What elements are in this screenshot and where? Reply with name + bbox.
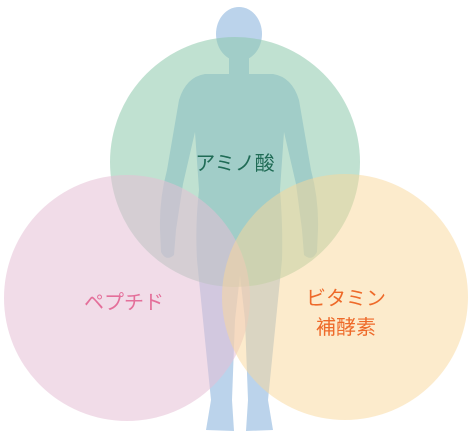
amino-acid-label: アミノ酸 bbox=[180, 151, 290, 175]
coenzyme-label: 補酵素 bbox=[286, 315, 406, 339]
vitamin-label: ビタミン bbox=[286, 286, 406, 310]
peptide-label: ペプチド bbox=[64, 290, 184, 314]
